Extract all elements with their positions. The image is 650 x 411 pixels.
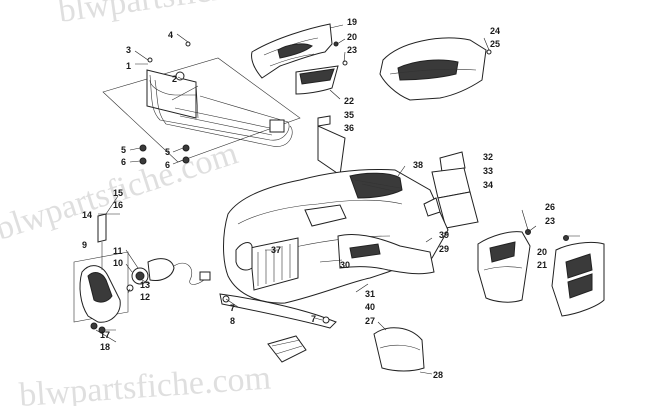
callout-37: 37: [271, 245, 281, 255]
callout-6: 6: [121, 157, 126, 167]
callout-16: 16: [113, 200, 123, 210]
front-rack: [102, 33, 301, 165]
callout-20b: 20: [537, 247, 547, 257]
side-decals: [317, 115, 479, 229]
callout-1: 1: [126, 61, 131, 71]
callout-13: 13: [140, 280, 150, 290]
callout-32: 32: [483, 152, 493, 162]
callout-15: 15: [113, 188, 123, 198]
watermark-bottom: blwpartsfiche.com: [18, 359, 272, 406]
callout-28: 28: [433, 370, 443, 380]
right-side-panel: [477, 209, 605, 317]
callout-34: 34: [483, 180, 493, 190]
rear-cover: [379, 37, 492, 101]
callout-labels: 3 1 4 2 5 6 5 6 19 20 23 22 35 36 24 25 …: [82, 17, 555, 380]
callout-7b: 7: [311, 314, 316, 324]
callout-12: 12: [140, 292, 150, 302]
callout-24: 24: [490, 26, 500, 36]
callout-40: 40: [365, 302, 375, 312]
callout-3: 3: [126, 45, 131, 55]
watermark-top: blwpartsfiche.com: [56, 0, 311, 30]
callout-33: 33: [483, 166, 493, 176]
callout-30: 30: [340, 260, 350, 270]
callout-26: 26: [545, 202, 555, 212]
callout-14: 14: [82, 210, 92, 220]
callout-36: 36: [344, 123, 354, 133]
front-fender: [223, 165, 449, 304]
small-cover: [373, 321, 433, 375]
callout-21: 21: [537, 260, 547, 270]
callout-7: 7: [230, 303, 235, 313]
callout-11: 11: [113, 246, 123, 256]
callout-9: 9: [82, 240, 87, 250]
callout-4: 4: [168, 30, 173, 40]
headlight-assembly: [73, 195, 211, 343]
callout-18: 18: [100, 342, 110, 352]
callout-27: 27: [365, 316, 375, 326]
callout-8: 8: [230, 316, 235, 326]
callout-29: 29: [439, 244, 449, 254]
callout-17: 17: [100, 330, 110, 340]
callout-23: 23: [347, 45, 357, 55]
callout-23b: 23: [545, 216, 555, 226]
callout-10: 10: [113, 258, 123, 268]
callout-6b: 6: [165, 160, 170, 170]
callout-35: 35: [344, 110, 354, 120]
top-panel: [251, 23, 348, 100]
callout-39: 39: [439, 230, 449, 240]
callout-25: 25: [490, 39, 500, 49]
callout-5b: 5: [165, 147, 170, 157]
callout-2: 2: [172, 74, 177, 84]
front-bumper: [219, 293, 337, 363]
callout-31: 31: [365, 289, 375, 299]
callout-22: 22: [344, 96, 354, 106]
callout-38: 38: [413, 160, 423, 170]
callout-20: 20: [347, 32, 357, 42]
callout-5: 5: [121, 145, 126, 155]
callout-19: 19: [347, 17, 357, 27]
